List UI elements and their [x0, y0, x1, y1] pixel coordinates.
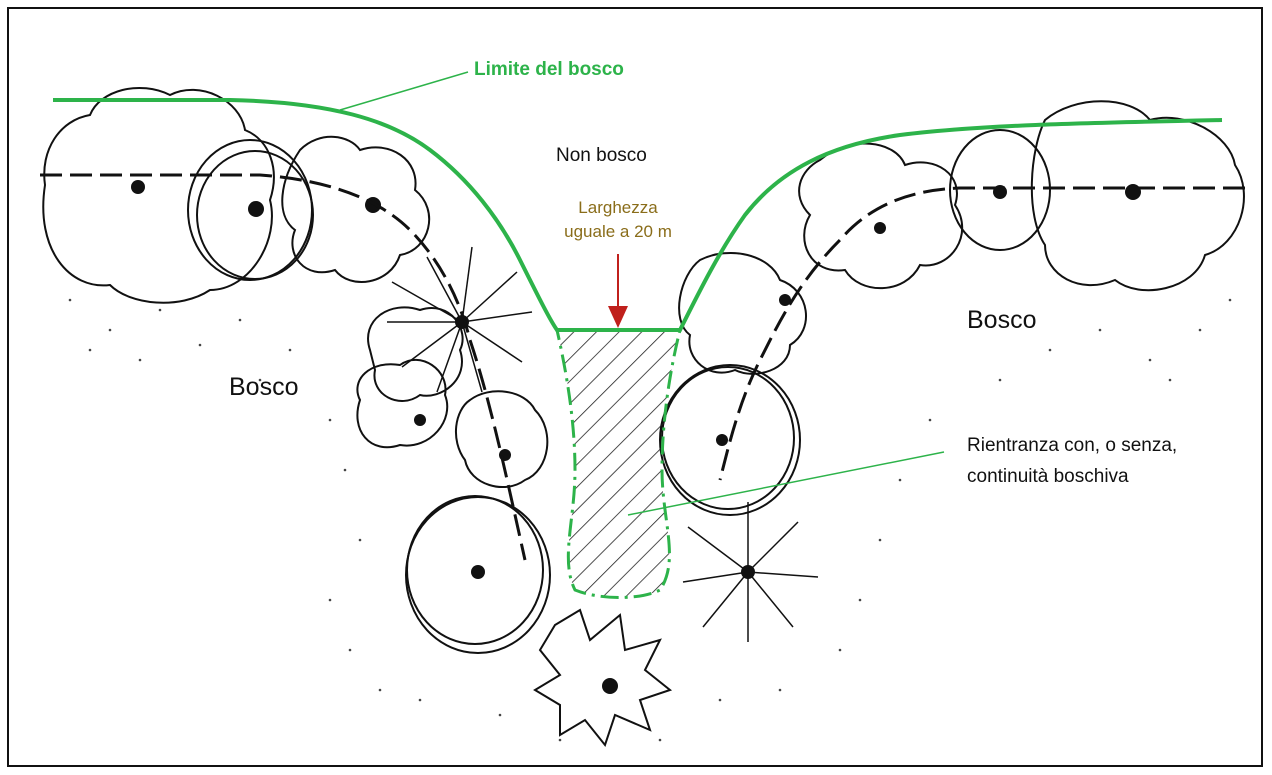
forest-left-label: Bosco	[229, 373, 298, 402]
recess-label: Rientranza con, o senza, continuità bosc…	[967, 430, 1267, 492]
recess-label-line-1: Rientranza con, o senza,	[967, 430, 1267, 461]
non-forest-label: Non bosco	[556, 145, 647, 167]
width-label-line-2: uguale a 20 m	[556, 220, 680, 244]
clearing-leader-line	[628, 452, 944, 515]
width-label-line-1: Larghezza	[556, 196, 680, 220]
forest-right-label: Bosco	[967, 306, 1036, 335]
width-arrow	[608, 254, 628, 328]
forest-limit-label: Limite del bosco	[474, 59, 624, 81]
limit-leader-line	[340, 72, 468, 110]
clearing-area	[557, 330, 680, 598]
width-label: Larghezza uguale a 20 m	[556, 196, 680, 244]
recess-label-line-2: continuità boschiva	[967, 461, 1267, 492]
